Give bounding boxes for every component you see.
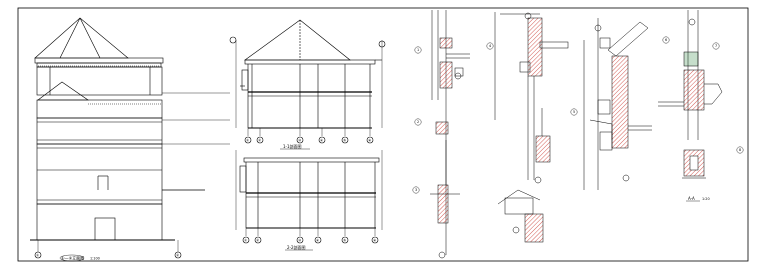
detail-marker-2: 2: [417, 120, 419, 124]
detail-a-a-title-block: A-A 1:20: [686, 196, 710, 202]
detail-column-3: [583, 18, 652, 190]
section-2-axis-6: ⑥: [373, 239, 377, 243]
section-1-axis-2: ②: [258, 139, 261, 143]
section-2-axis-4: ④: [316, 239, 319, 243]
detail-a-a-title: A-A: [688, 196, 695, 201]
elevation-scale: 1:100: [90, 257, 100, 261]
elevation-axis-2: ②: [176, 254, 179, 258]
section-1-axis-6: ⑥: [368, 139, 372, 143]
section-2-title: 2-2剖面图: [287, 244, 306, 250]
section-1-title: 1-1剖面图: [283, 143, 302, 149]
section-2-axis-1: ①: [244, 239, 247, 243]
detail-column-1: [430, 10, 470, 259]
detail-marker-5: 5: [573, 110, 575, 114]
section-1-title-block: 1-1剖面图: [280, 143, 310, 150]
section-2-drawing: [235, 150, 383, 244]
detail-marker-8: 8: [739, 148, 741, 152]
section-1-drawing: [229, 19, 386, 144]
section-2-axis-3: ③: [298, 239, 301, 243]
detail-a-a-scale: 1:20: [702, 197, 710, 201]
detail-column-4: [658, 10, 723, 179]
section-2-axis-5: ⑤: [343, 239, 347, 243]
elevation-title-block: ①—②立面图 1:100: [59, 255, 100, 262]
detail-marker-3: 3: [415, 188, 417, 192]
section-2-title-block: 2-2剖面图: [285, 244, 313, 251]
detail-column-2: [494, 12, 569, 243]
elevation-gable: [37, 81, 89, 101]
elevation-title: ①—②立面图: [61, 255, 84, 261]
section-1-roof: [244, 19, 351, 61]
section-1-axis-3: ③: [298, 139, 301, 143]
sheet-frame: [17, 7, 749, 262]
section-1-axis-1: ①: [246, 139, 249, 143]
detail-marker-7: 7: [715, 44, 717, 48]
detail-marker-4: 4: [489, 44, 491, 48]
detail-markers: [412, 36, 744, 194]
detail-marker-1: 1: [417, 48, 419, 52]
section-1-axis-4: ④: [320, 139, 323, 143]
elevation-axis-1: ①: [36, 254, 39, 258]
section-1-axis-5: ⑤: [343, 139, 347, 143]
section-2-axis-2: ②: [256, 239, 259, 243]
elevation-roof: [34, 17, 129, 59]
detail-marker-6: 6: [665, 38, 667, 42]
elevation-drawing: [30, 17, 230, 259]
